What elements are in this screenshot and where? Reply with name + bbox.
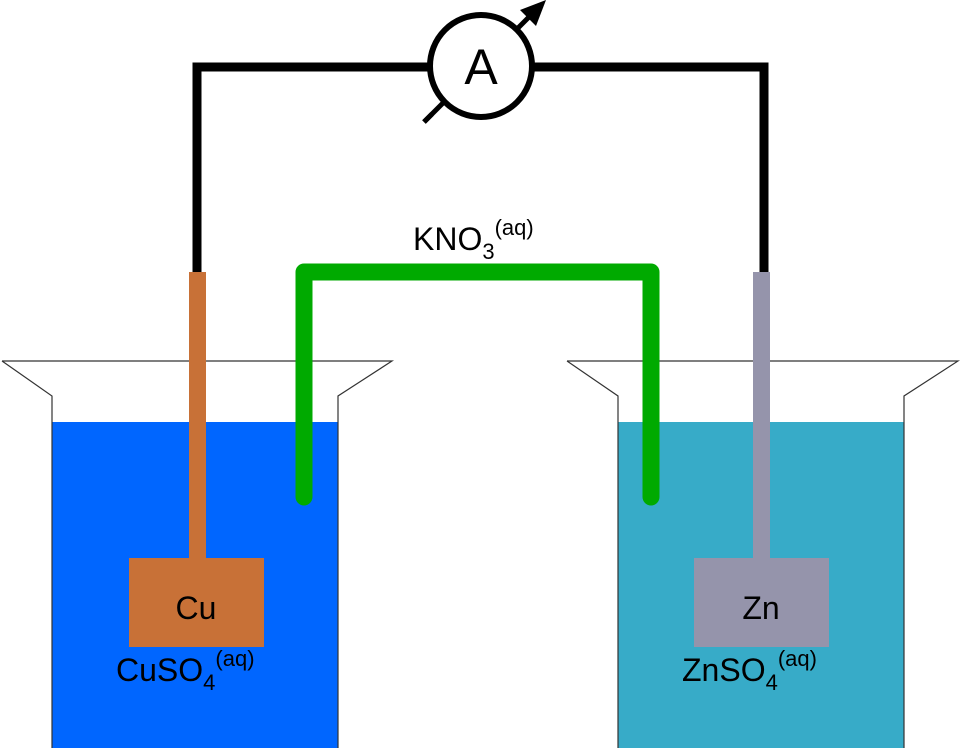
salt-bridge-state: (aq) bbox=[495, 215, 534, 240]
znso4-label: ZnSO4(aq) bbox=[682, 646, 817, 695]
zinc-electrode: Zn bbox=[694, 272, 829, 647]
znso4-state: (aq) bbox=[778, 646, 817, 671]
ammeter-circle bbox=[427, 12, 535, 120]
znso4-subscript: 4 bbox=[766, 670, 778, 695]
cuso4-state: (aq) bbox=[215, 646, 254, 671]
salt-bridge-label: KNO3(aq) bbox=[413, 215, 534, 264]
zinc-rod bbox=[753, 272, 770, 559]
salt-bridge-formula: KNO bbox=[413, 221, 482, 257]
zinc-plate bbox=[694, 558, 829, 647]
cuso4-subscript: 4 bbox=[203, 670, 215, 695]
copper-label: Cu bbox=[176, 590, 217, 626]
ammeter-symbol: A bbox=[464, 39, 498, 95]
copper-electrode: Cu bbox=[129, 272, 264, 647]
cuso4-label: CuSO4(aq) bbox=[116, 646, 255, 695]
copper-plate bbox=[129, 558, 264, 647]
salt-bridge bbox=[295, 263, 660, 506]
copper-rod bbox=[189, 272, 206, 559]
salt-bridge-subscript: 3 bbox=[482, 239, 494, 264]
ammeter-arrow-head-icon bbox=[520, 0, 546, 26]
cuso4-formula: CuSO bbox=[116, 652, 203, 688]
znso4-formula: ZnSO bbox=[682, 652, 766, 688]
ammeter: A bbox=[422, 0, 546, 124]
circuit-wire bbox=[192, 62, 769, 272]
zinc-label: Zn bbox=[742, 590, 779, 626]
